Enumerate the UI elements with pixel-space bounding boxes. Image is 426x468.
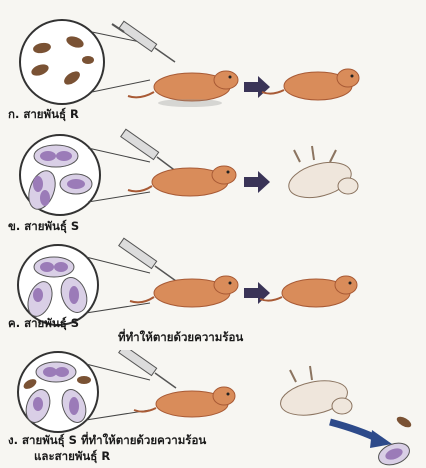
mouse-icon xyxy=(260,276,357,307)
mouse-icon xyxy=(262,69,359,100)
mouse-icon xyxy=(134,387,235,417)
experiment-a-art xyxy=(0,0,426,120)
dead-mouse-icon xyxy=(285,146,358,204)
experiment-label-c: ค. สายพันธุ์ S xyxy=(8,317,79,330)
syringe-icon xyxy=(112,21,175,62)
syringe-icon xyxy=(119,350,176,388)
experiment-row-c: ค. สายพันธุ์ S ที่ทำให้ตายด้วยความร้อน xyxy=(0,235,426,350)
experiment-b-art xyxy=(0,120,426,235)
experiment-row-b: ข. สายพันธุ์ S xyxy=(0,120,426,235)
mouse-icon xyxy=(128,71,238,107)
experiment-row-a: ก. สายพันธุ์ R xyxy=(0,0,426,120)
mouse-icon xyxy=(130,276,238,307)
arrow-right-icon xyxy=(244,76,270,98)
experiment-label-d: ง. สายพันธุ์ S ที่ทำให้ตายด้วยความร้อน xyxy=(8,434,206,447)
curved-arrow-icon xyxy=(330,422,392,448)
syringe-icon xyxy=(121,129,177,172)
arrow-right-icon xyxy=(244,171,270,193)
experiment-label-c-line2: ที่ทำให้ตายด้วยความร้อน xyxy=(118,331,243,344)
syringe-icon xyxy=(119,238,176,281)
experiment-row-d: ง. สายพันธุ์ S ที่ทำให้ตายด้วยความร้อน แ… xyxy=(0,350,426,468)
experiment-label-b: ข. สายพันธุ์ S xyxy=(8,220,79,233)
dead-mouse-icon xyxy=(277,366,352,421)
mouse-icon xyxy=(128,166,236,196)
experiment-label-d-line2: และสายพันธุ์ R xyxy=(34,450,110,463)
